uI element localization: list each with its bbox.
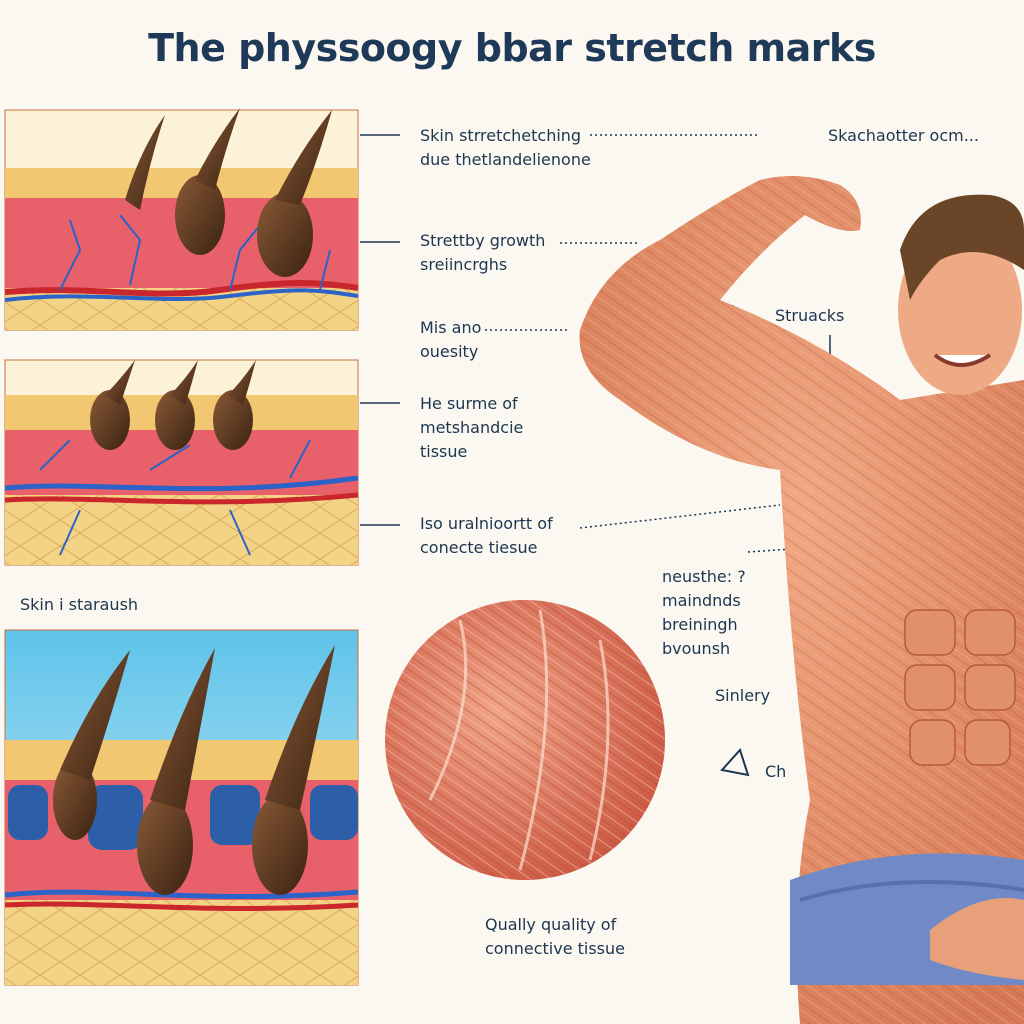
- label-struacks: Struacks: [775, 306, 845, 325]
- label-top-right: Skachaotter ocm...: [828, 126, 979, 145]
- muscular-man-figure: [579, 176, 1024, 1024]
- skin-panel-3: [4, 629, 359, 986]
- small-diagram-icon: [720, 748, 750, 777]
- muscle-closeup-circle: [385, 600, 665, 880]
- skin-panel-1: [4, 108, 359, 331]
- page-title: The physsoogy bbar stretch marks: [148, 26, 876, 70]
- label-ch: Ch: [765, 762, 787, 781]
- label-sinlery: Sinlery: [715, 686, 771, 705]
- skin-panel-2: [4, 359, 359, 566]
- panel3-label: Skin i staraush: [20, 595, 139, 614]
